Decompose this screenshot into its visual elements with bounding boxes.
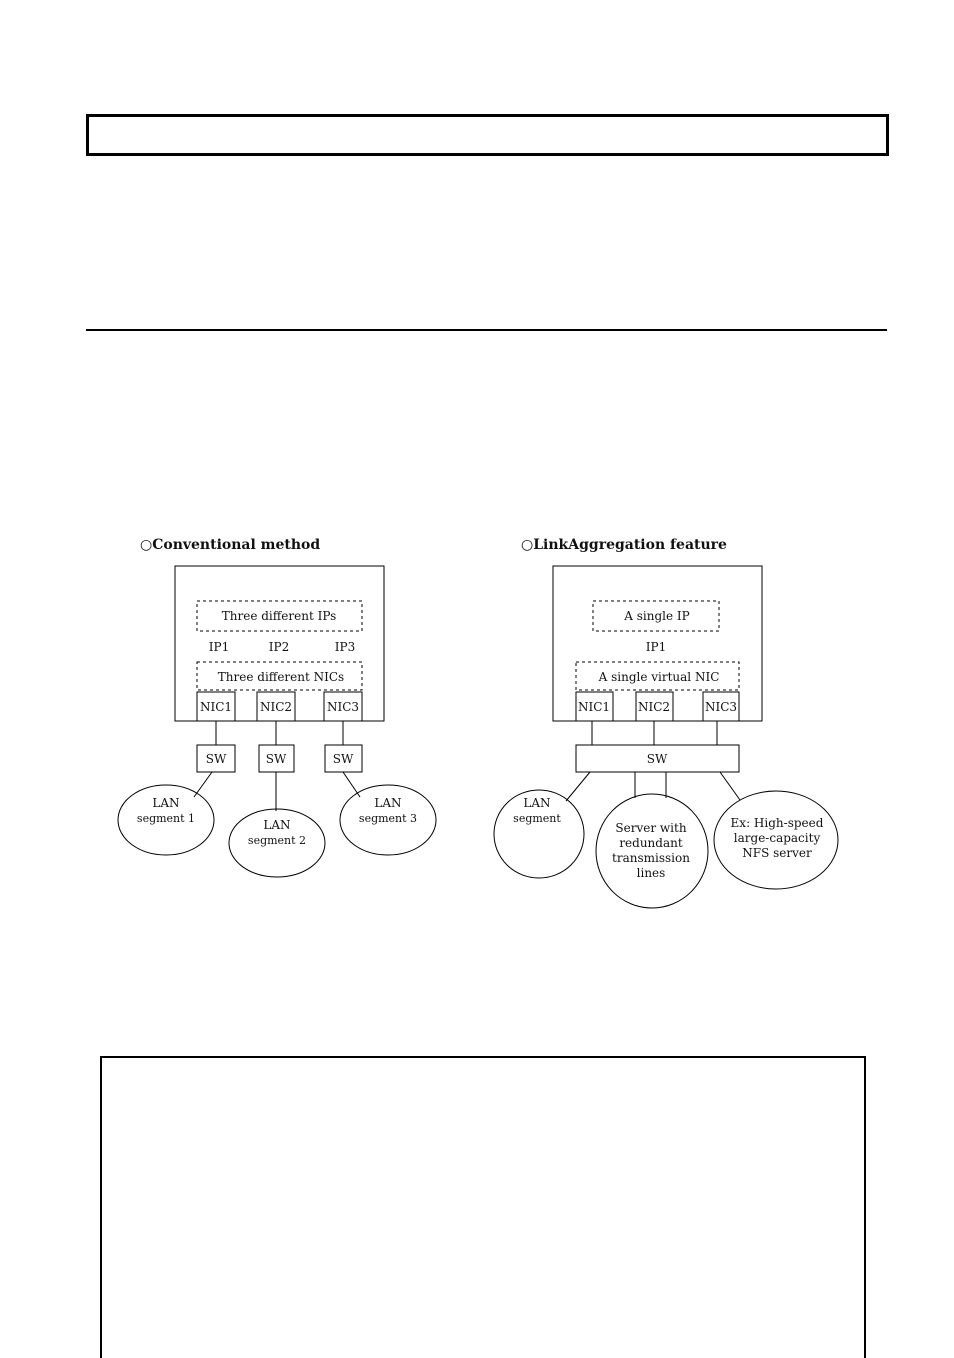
la-nic3-label: NIC3 (705, 700, 737, 714)
conv-ips-box (196, 600, 363, 632)
conv-nic2-label: NIC2 (260, 700, 292, 714)
la-sw-box (575, 744, 740, 773)
conv-ip1-label: IP1 (209, 640, 229, 654)
la-server-line4: lines (637, 866, 666, 880)
la-sw-label: SW (647, 752, 668, 766)
la-nfs-line3: NFS server (742, 846, 812, 860)
conv-lan2-line2: segment 2 (248, 834, 306, 847)
conv-heading: ○Conventional method (140, 537, 320, 553)
la-nfs-ellipse (713, 790, 839, 890)
la-lan-line1: LAN (523, 796, 550, 810)
conv-nics-label: Three different NICs (218, 670, 344, 684)
la-nfs-line1: Ex: High-speed (731, 816, 824, 830)
la-nfs-line2: large-capacity (734, 831, 821, 845)
conv-sw2-label: SW (266, 752, 287, 766)
la-heading: ○LinkAggregation feature (521, 537, 727, 553)
conv-nics-box (196, 661, 363, 691)
la-nic1-label: NIC1 (578, 700, 610, 714)
conv-ip3-label: IP3 (335, 640, 355, 654)
conv-sw1-label: SW (206, 752, 227, 766)
conv-nic1-label: NIC1 (200, 700, 232, 714)
conv-lan3-ellipse (339, 784, 437, 856)
conv-lan1-line1: LAN (152, 796, 179, 810)
la-server-line2: redundant (619, 836, 683, 850)
la-nic3-box (702, 691, 740, 722)
conv-ips-label: Three different IPs (222, 609, 337, 623)
la-nic1-box (575, 691, 614, 722)
la-lan-ellipse (493, 789, 585, 879)
la-ip1-label: IP1 (646, 640, 666, 654)
conv-lan3-line1: LAN (374, 796, 401, 810)
la-nic2-label: NIC2 (638, 700, 670, 714)
conv-nic3-label: NIC3 (327, 700, 359, 714)
conv-ip2-label: IP2 (269, 640, 289, 654)
section-divider (86, 329, 887, 331)
la-ip-box (592, 600, 720, 632)
note-box (100, 1056, 866, 1358)
la-nic-label: A single virtual NIC (598, 670, 720, 684)
conv-lan2-line1: LAN (263, 818, 290, 832)
network-diagram: ○Conventional method Three different IPs… (117, 537, 839, 909)
conv-lan1-line2: segment 1 (137, 812, 195, 825)
la-server-ellipse (595, 793, 709, 909)
conv-lan1-ellipse (117, 784, 215, 856)
la-ip-label: A single IP (623, 609, 689, 623)
la-lan-line2: segment (513, 812, 561, 825)
conv-lan3-line2: segment 3 (359, 812, 417, 825)
title-box (86, 114, 889, 156)
conv-lan2-ellipse (228, 808, 326, 878)
la-server-line1: Server with (615, 821, 686, 835)
conv-sw1-box (196, 744, 236, 773)
la-nic-box (575, 661, 740, 691)
la-server-line3: transmission (612, 851, 690, 865)
conv-sw3-label: SW (333, 752, 354, 766)
